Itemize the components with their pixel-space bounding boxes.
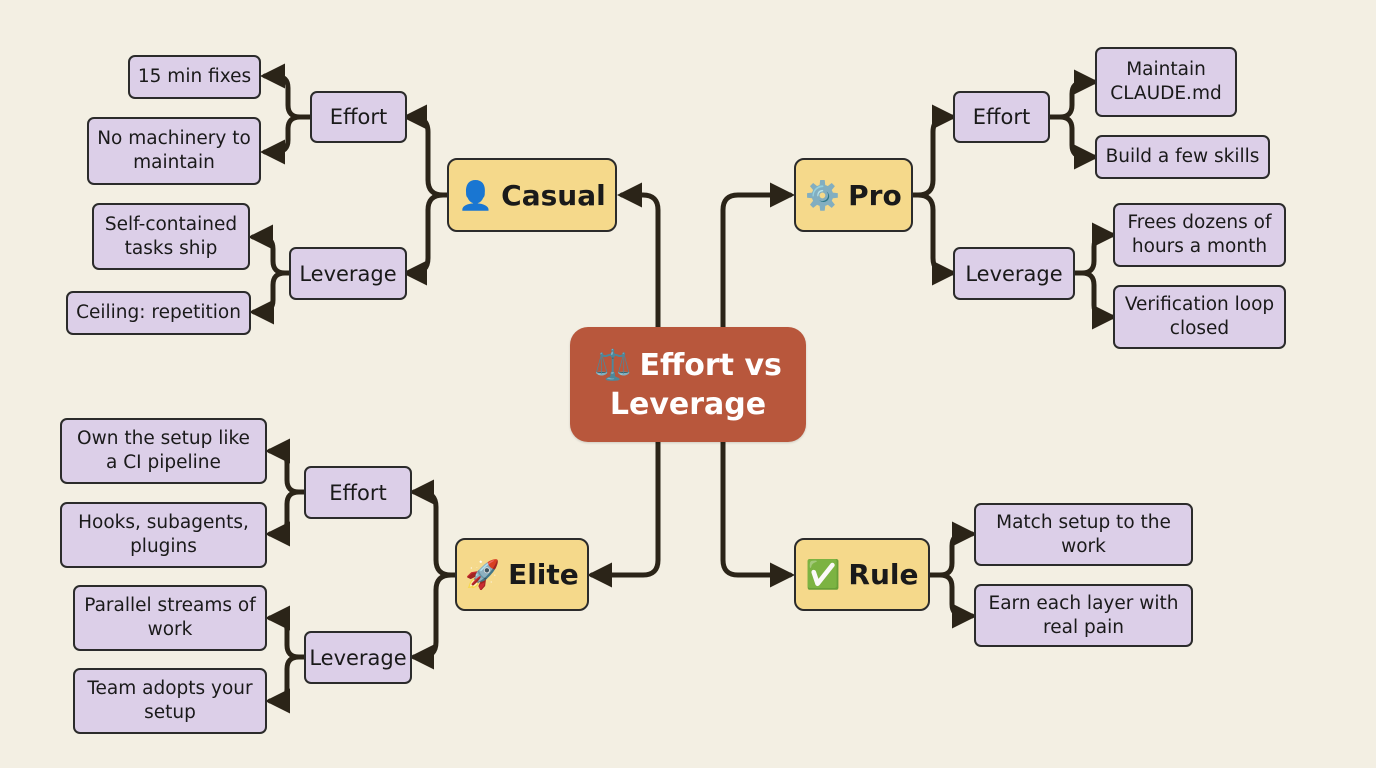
- casual-leverage-leaf-1-text: Self-contained tasks ship: [104, 213, 238, 259]
- root-label: Effort vs Leverage: [609, 347, 782, 422]
- elite-leverage-leaf-1: Parallel streams of work: [73, 585, 267, 651]
- pro-effort-leaf-2: Build a few skills: [1095, 135, 1270, 179]
- elite-leverage-leaf-2-text: Team adopts your setup: [87, 678, 253, 723]
- edge-elite-effort: [409, 479, 459, 578]
- elite-effort-leaf-2: Hooks, subagents, plugins: [60, 502, 267, 568]
- edge-casual-effort-leaf2: [260, 114, 313, 165]
- elite-leverage-node: Leverage: [304, 631, 412, 684]
- branch-elite: 🚀 Elite: [455, 538, 589, 611]
- casual-leverage-leaf-1: Self-contained tasks ship: [92, 203, 250, 270]
- casual-effort-leaf-1-text: 15 min fixes: [137, 66, 252, 87]
- edge-casual-leverage-leaf1: [248, 224, 293, 276]
- casual-leverage-leaf-2: Ceiling: repetition: [66, 291, 251, 335]
- rocket-icon: 🚀: [465, 558, 501, 591]
- edge-casual-leverage-leaf2: [249, 270, 293, 325]
- edge-root-casual: [617, 182, 661, 331]
- edge-rule-leaf1: [926, 521, 977, 578]
- elite-effort-leaf-1: Own the setup like a CI pipeline: [60, 418, 267, 484]
- casual-effort-label: Effort: [329, 105, 388, 129]
- branch-casual: 👤 Casual: [447, 158, 617, 232]
- pro-effort-node: Effort: [953, 91, 1050, 143]
- pro-leverage-label: Leverage: [965, 261, 1063, 286]
- elite-leverage-leaf-1-text: Parallel streams of work: [84, 595, 256, 640]
- edge-root-elite: [587, 437, 661, 588]
- check-icon: ✅: [805, 558, 841, 591]
- rule-leaf-1-text: Match setup to the work: [996, 511, 1171, 557]
- casual-leverage-leaf-2-text: Ceiling: repetition: [76, 302, 241, 323]
- elite-effort-node: Effort: [304, 466, 412, 519]
- elite-leverage-leaf-2: Team adopts your setup: [73, 668, 267, 734]
- pro-leverage-leaf-2: Verification loop closed: [1113, 285, 1286, 349]
- edge-casual-effort-leaf1: [260, 63, 313, 120]
- pro-effort-leaf-1-text: Maintain CLAUDE.md: [1110, 59, 1222, 104]
- edge-pro-effort: [909, 104, 957, 198]
- casual-effort-leaf-2: No machinery to maintain: [87, 117, 261, 185]
- branch-pro-label: Pro: [848, 178, 902, 212]
- casual-effort-node: Effort: [310, 91, 407, 143]
- edge-casual-leverage: [402, 192, 451, 286]
- edge-pro-effort-leaf2: [1046, 114, 1099, 170]
- user-icon: 👤: [458, 178, 494, 212]
- edge-elite-leverage-leaf1: [265, 605, 307, 660]
- edge-pro-leverage: [909, 192, 957, 286]
- edge-casual-effort: [402, 104, 451, 198]
- elite-effort-leaf-1-text: Own the setup like a CI pipeline: [77, 428, 250, 473]
- pro-effort-leaf-2-text: Build a few skills: [1105, 146, 1260, 167]
- branch-pro: ⚙️ Pro: [794, 158, 913, 232]
- gear-icon: ⚙️: [805, 178, 841, 212]
- pro-leverage-leaf-1: Frees dozens of hours a month: [1113, 203, 1286, 267]
- elite-leverage-label: Leverage: [309, 645, 407, 670]
- branch-rule-label: Rule: [848, 558, 919, 591]
- edge-root-pro: [720, 182, 795, 331]
- elite-effort-label: Effort: [329, 480, 387, 505]
- elite-effort-leaf-2-text: Hooks, subagents, plugins: [78, 512, 249, 557]
- edge-root-rule: [720, 437, 795, 588]
- casual-leverage-label: Leverage: [299, 261, 397, 286]
- edge-elite-leverage-leaf2: [265, 654, 307, 714]
- edge-elite-leverage: [409, 572, 459, 670]
- branch-casual-label: Casual: [501, 178, 606, 212]
- casual-leverage-node: Leverage: [289, 247, 407, 300]
- pro-leverage-node: Leverage: [953, 247, 1075, 300]
- rule-leaf-2: Earn each layer with real pain: [974, 584, 1193, 647]
- edge-rule-leaf2: [926, 572, 977, 629]
- rule-leaf-2-text: Earn each layer with real pain: [988, 592, 1179, 638]
- pro-effort-label: Effort: [972, 105, 1031, 129]
- edge-elite-effort-leaf1: [265, 438, 307, 495]
- branch-rule: ✅ Rule: [794, 538, 930, 611]
- pro-leverage-leaf-2-text: Verification loop closed: [1124, 294, 1275, 339]
- rule-leaf-1: Match setup to the work: [974, 503, 1193, 566]
- casual-effort-leaf-2-text: No machinery to maintain: [97, 128, 251, 173]
- branch-elite-label: Elite: [508, 558, 579, 591]
- scales-icon: ⚖️: [594, 347, 632, 383]
- root-node: ⚖️Effort vs Leverage: [570, 327, 806, 442]
- edge-pro-leverage-leaf1: [1072, 222, 1117, 276]
- edge-elite-effort-leaf2: [265, 489, 307, 547]
- casual-effort-leaf-1: 15 min fixes: [128, 55, 261, 99]
- pro-leverage-leaf-1-text: Frees dozens of hours a month: [1127, 212, 1272, 257]
- pro-effort-leaf-1: Maintain CLAUDE.md: [1095, 47, 1237, 117]
- edge-pro-effort-leaf1: [1046, 69, 1099, 120]
- edge-pro-leverage-leaf2: [1072, 270, 1117, 330]
